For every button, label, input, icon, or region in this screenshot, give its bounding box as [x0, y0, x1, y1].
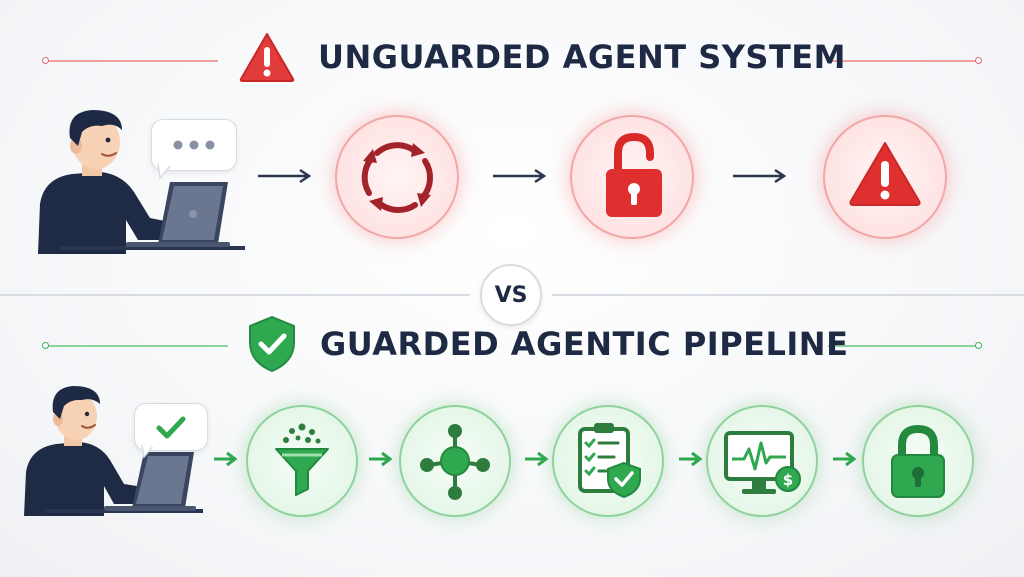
checkmark-icon [156, 416, 186, 439]
user-at-laptop-illustration [18, 384, 203, 516]
monitor-cost-icon: $ [724, 431, 801, 494]
step-policy-check [552, 405, 664, 517]
user-at-laptop-illustration [30, 108, 245, 254]
network-nodes-icon [420, 424, 490, 500]
bottom-heading-line-left [46, 345, 228, 347]
cycle-arrows-icon [361, 142, 434, 214]
top-heading-line-left [46, 60, 218, 62]
bottom-heading-dot-right [975, 342, 982, 349]
flow-arrow [831, 451, 857, 467]
top-heading-title: UNGUARDED AGENT SYSTEM [318, 38, 846, 76]
step-warning [823, 115, 947, 239]
open-padlock-icon [606, 132, 662, 217]
user-speech-bubble [134, 403, 208, 451]
flow-arrow [523, 451, 549, 467]
step-monitoring: $ [706, 405, 818, 517]
flow-arrow [212, 451, 238, 467]
warning-triangle-icon [849, 142, 921, 206]
bubble-tail [156, 163, 176, 180]
svg-text:$: $ [783, 471, 793, 489]
flow-arrow [677, 451, 703, 467]
flow-arrow [731, 168, 787, 184]
bubble-tail [140, 444, 158, 459]
top-heading-dot-left [42, 57, 49, 64]
step-secured [862, 405, 974, 517]
user-speech-bubble [151, 119, 237, 171]
top-heading-dot-right [975, 57, 982, 64]
ellipsis-icon [173, 140, 215, 150]
flow-arrow [256, 168, 312, 184]
vs-badge: VS [480, 264, 542, 326]
bottom-heading-dot-left [42, 342, 49, 349]
closed-padlock-icon [891, 424, 945, 498]
step-unlocked [570, 115, 694, 239]
bottom-heading-line-right [828, 345, 978, 347]
vs-divider-line-right [552, 294, 1024, 296]
step-agent-loop [335, 115, 459, 239]
top-heading-line-right [828, 60, 978, 62]
shield-check-icon [246, 314, 298, 374]
step-orchestration [399, 405, 511, 517]
bottom-heading-title: GUARDED AGENTIC PIPELINE [320, 325, 849, 363]
vs-divider-line-left [0, 294, 470, 296]
flow-arrow [491, 168, 547, 184]
step-input-filter [246, 405, 358, 517]
warning-triangle-icon [238, 31, 296, 83]
clipboard-shield-icon [578, 423, 641, 499]
flow-arrow [367, 451, 393, 467]
funnel-icon [275, 423, 329, 496]
